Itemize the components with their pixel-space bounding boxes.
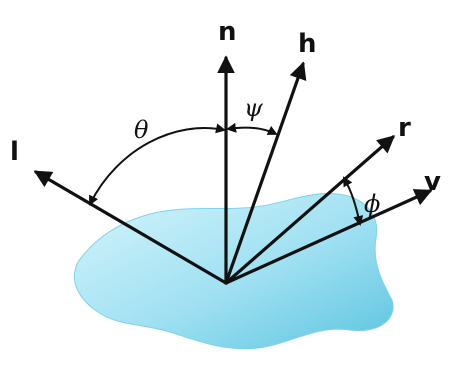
phi-arc (343, 176, 364, 226)
label-theta: θ (134, 116, 149, 144)
psi-arc (226, 122, 278, 135)
label-phi: ϕ (364, 190, 380, 218)
vector-l (33, 170, 228, 285)
label-l: l (10, 137, 19, 167)
vector-h (224, 61, 307, 285)
label-v: v (424, 167, 441, 197)
vector-v (224, 189, 433, 285)
vector-r (224, 135, 395, 285)
surface-patch (73, 192, 394, 350)
label-r: r (398, 113, 411, 143)
label-psi: ψ (244, 94, 264, 122)
label-h: h (298, 29, 317, 59)
label-n: n (218, 17, 237, 47)
theta-arc (89, 123, 226, 206)
